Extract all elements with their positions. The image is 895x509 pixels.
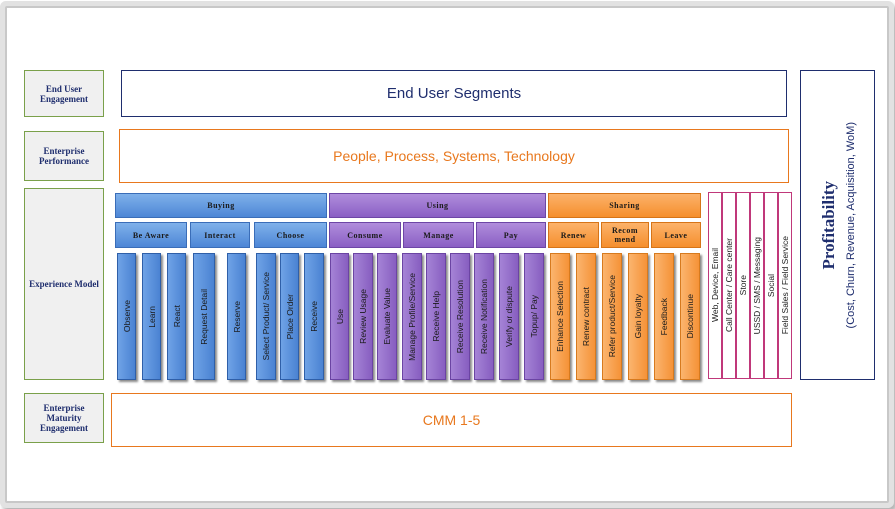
- label-enterprise-performance: Enterprise Performance: [24, 131, 104, 181]
- channel-ussd-sms: USSD / SMS / Messaging: [750, 192, 764, 379]
- activity-evaluate-value: Evaluate Value: [377, 253, 397, 380]
- activity-feedback: Feedback: [654, 253, 674, 380]
- end-user-segments-box: End User Segments: [121, 70, 787, 117]
- stage-be-aware: Be Aware: [115, 222, 187, 248]
- profitability-box: (Cost, Churn, Revenue, Acquisition, WoM)…: [800, 70, 875, 380]
- activity-reserve: Reserve: [227, 253, 246, 380]
- stage-leave: Leave: [651, 222, 701, 248]
- activity-select-product: Select Product/ Service: [256, 253, 276, 380]
- stage-consume: Consume: [329, 222, 401, 248]
- activity-topup-pay: Topup/ Pay: [524, 253, 544, 380]
- activity-receive-resolution: Receive Resolution: [450, 253, 470, 380]
- activity-gain-loyalty: Gain loyalty: [628, 253, 648, 380]
- phase-buying: Buying: [115, 193, 327, 218]
- activity-receive: Receive: [304, 253, 324, 380]
- activity-manage-profile: Manage Profile/Service: [402, 253, 422, 380]
- activity-receive-notification: Receive Notification: [474, 253, 494, 380]
- stage-recommend: Recom mend: [601, 222, 649, 248]
- activity-observe: Observe: [117, 253, 136, 380]
- phase-sharing: Sharing: [548, 193, 701, 218]
- cmm-box: CMM 1-5: [111, 393, 792, 447]
- activity-request-detail: Request Detail: [193, 253, 215, 380]
- label-enterprise-maturity: Enterprise Maturity Engagement: [24, 393, 104, 443]
- activity-learn: Learn: [142, 253, 161, 380]
- channel-field-sales: Field Sales / Field Service: [778, 192, 792, 379]
- activity-verify-dispute: Verify or dispute: [499, 253, 519, 380]
- stage-renew: Renew: [548, 222, 599, 248]
- activity-place-order: Place Order: [280, 253, 299, 380]
- channel-social: Social: [764, 192, 778, 379]
- label-experience-model: Experience Model: [24, 188, 104, 380]
- activity-receive-help: Receive Help: [426, 253, 446, 380]
- channel-web-device-email: Web, Device, Email: [708, 192, 722, 379]
- activity-use: Use: [330, 253, 349, 380]
- stage-choose: Choose: [254, 222, 327, 248]
- stage-pay: Pay: [476, 222, 546, 248]
- profitability-subtitle: (Cost, Churn, Revenue, Acquisition, WoM): [844, 121, 857, 329]
- activity-enhance-selection: Enhance Selection: [550, 253, 570, 380]
- activity-refer-product: Refer product/Service: [602, 253, 622, 380]
- phase-using: Using: [329, 193, 546, 218]
- stage-manage: Manage: [403, 222, 474, 248]
- activity-discontinue: Discontinue: [680, 253, 700, 380]
- people-process-box: People, Process, Systems, Technology: [119, 129, 789, 183]
- channel-call-center: Call Center / Care center: [722, 192, 736, 379]
- activity-renew-contract: Renew contract: [576, 253, 596, 380]
- label-end-user-engagement: End User Engagement: [24, 70, 104, 117]
- profitability-title: Profitability: [818, 180, 838, 270]
- activity-review-usage: Review Usage: [353, 253, 373, 380]
- activity-react: React: [167, 253, 186, 380]
- channel-store: Store: [736, 192, 750, 379]
- stage-interact: Interact: [190, 222, 250, 248]
